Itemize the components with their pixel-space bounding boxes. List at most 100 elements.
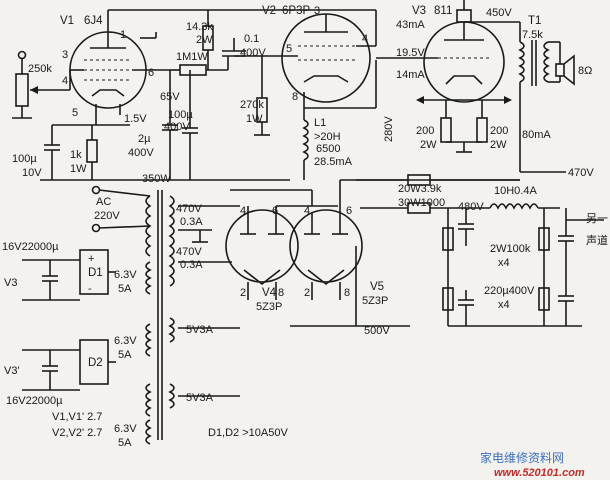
- watermark-url: www.520101.com: [494, 467, 585, 479]
- heater-supply-d1: [22, 249, 116, 301]
- coupling-network: [202, 10, 280, 136]
- output-transformer-t1: [518, 22, 575, 173]
- v1-cathode-voltage: 1.5V: [124, 113, 147, 125]
- v2-type: 6P3P: [282, 5, 310, 17]
- pt-winding3-v: 6.3V: [114, 423, 137, 435]
- t1-impedance: 7.5k: [522, 29, 543, 41]
- pt-ac-label: AC: [96, 196, 111, 208]
- node-280v: 280V: [383, 116, 395, 142]
- other-channel-1: 另一: [586, 212, 608, 225]
- watermark-text: 家电维修资料网: [480, 450, 564, 465]
- v3-plate-voltage: 450V: [486, 7, 512, 19]
- power-transformer: [91, 185, 240, 445]
- c-2u-value: 2µ: [138, 133, 151, 145]
- r-200b-power: 2W: [490, 139, 507, 151]
- v4-label: V4: [262, 287, 277, 299]
- d1-minus: -: [88, 283, 92, 295]
- heater-note-2: V2,V2' 2.7: [52, 427, 102, 439]
- l1-label: L1: [314, 117, 326, 129]
- r-3k9-label: 20W3.9k: [398, 183, 442, 195]
- v2-pin4: 4: [362, 33, 368, 45]
- c-2u-voltage: 400V: [128, 147, 154, 159]
- v2-label: V2: [262, 5, 276, 17]
- pt-winding1-i: 5A: [118, 283, 132, 295]
- node-470v: 470V: [568, 167, 594, 179]
- pot-value: 250k: [28, 63, 52, 75]
- v1-label: V1: [60, 15, 74, 27]
- r-200a-power: 2W: [420, 139, 437, 151]
- v5-pin2: 2: [304, 287, 310, 299]
- pt-heater2-i: 0.3A: [180, 259, 203, 271]
- v5-label: V5: [370, 281, 384, 293]
- choke-l1: [302, 60, 377, 180]
- node-65v: 65V: [160, 91, 180, 103]
- tube-v3: [376, 0, 520, 153]
- pt-winding2-v: 6.3V: [114, 335, 137, 347]
- diode-spec: D1,D2 >10A50V: [208, 427, 288, 439]
- input-potentiometer: [12, 50, 71, 119]
- r-1m-label: 1M1W: [176, 51, 208, 63]
- v1-grid-feed: [107, 9, 376, 180]
- t1-label: T1: [528, 15, 541, 27]
- l1-inductance: >20H: [314, 131, 341, 143]
- c-cathode-value: 100µ: [12, 153, 37, 165]
- v4-pin6: 6: [272, 205, 278, 217]
- r-bleeder-count: x4: [498, 257, 510, 269]
- d2-output-label: V3': [4, 365, 20, 377]
- v1-pin5: 5: [72, 107, 78, 119]
- r-270k-value: 270k: [240, 99, 264, 111]
- v5-pin4: 4: [304, 205, 310, 217]
- pt-ac-voltage: 220V: [94, 210, 120, 222]
- c-filter-value: 220µ400V: [484, 285, 535, 297]
- v2-pin8: 8: [292, 91, 298, 103]
- v1-pin6: 6: [148, 67, 154, 79]
- r-cathode-value: 1k: [70, 149, 82, 161]
- v3-type: 811: [434, 5, 452, 17]
- d1-label: D1: [88, 267, 103, 279]
- v3-grid-current: 14mA: [396, 69, 425, 81]
- d1-output-label: V3: [4, 277, 17, 289]
- choke-filter-label: 10H0.4A: [494, 185, 537, 197]
- rectifier-v4: [225, 205, 338, 300]
- node-500v: 500V: [364, 325, 390, 337]
- speaker-impedance: 8Ω: [578, 65, 592, 77]
- other-channel-2: 声道: [586, 233, 608, 247]
- v3-label: V3: [412, 5, 426, 17]
- pt-winding1-v: 6.3V: [114, 269, 137, 281]
- pt-hv-label: 350W: [142, 173, 171, 185]
- v3-plate-current: 43mA: [396, 19, 425, 31]
- v1-pin4: 4: [62, 75, 68, 87]
- pt-heater1-v: 470V: [176, 203, 202, 215]
- r-1000-label: 30W1000: [398, 197, 445, 209]
- tube-v2: [280, 10, 377, 108]
- r-14k-value: 14.3k: [186, 21, 213, 33]
- v1-pin3: 3: [62, 49, 68, 61]
- v3-grid-voltage: 19.5V: [396, 47, 425, 59]
- r-bleeder-value: 2W100k: [490, 243, 531, 255]
- d2-label: D2: [88, 357, 103, 369]
- l1-current: 28.5mA: [314, 156, 353, 168]
- c-100u-value: 100µ: [168, 109, 193, 121]
- r-14k-power: 2W: [196, 34, 213, 46]
- pt-winding2-i: 5A: [118, 349, 132, 361]
- c-coupling-value: 0.1: [244, 33, 259, 45]
- v2-pin5: 5: [286, 43, 292, 55]
- pt-5v3a-2: 5V3A: [186, 392, 214, 404]
- bplus-filter: [356, 174, 604, 327]
- v5-pin8: 8: [344, 287, 350, 299]
- c-cathode-voltage: 10V: [22, 167, 42, 179]
- d1-cap-label: 16V22000µ: [2, 241, 59, 253]
- pt-heater2-v: 470V: [176, 246, 202, 258]
- node-480v: 480V: [458, 201, 484, 213]
- v4-type: 5Z3P: [256, 301, 282, 313]
- r-200a-value: 200: [416, 125, 434, 137]
- r-200b-value: 200: [490, 125, 508, 137]
- heater-supply-d2: [22, 339, 116, 391]
- c-filter-count: x4: [498, 299, 510, 311]
- v4-pin4: 4: [240, 205, 246, 217]
- v1-cathode-network: [40, 124, 290, 181]
- pt-5v3a-1: 5V3A: [186, 324, 214, 336]
- heater-note-1: V1,V1' 2.7: [52, 411, 102, 423]
